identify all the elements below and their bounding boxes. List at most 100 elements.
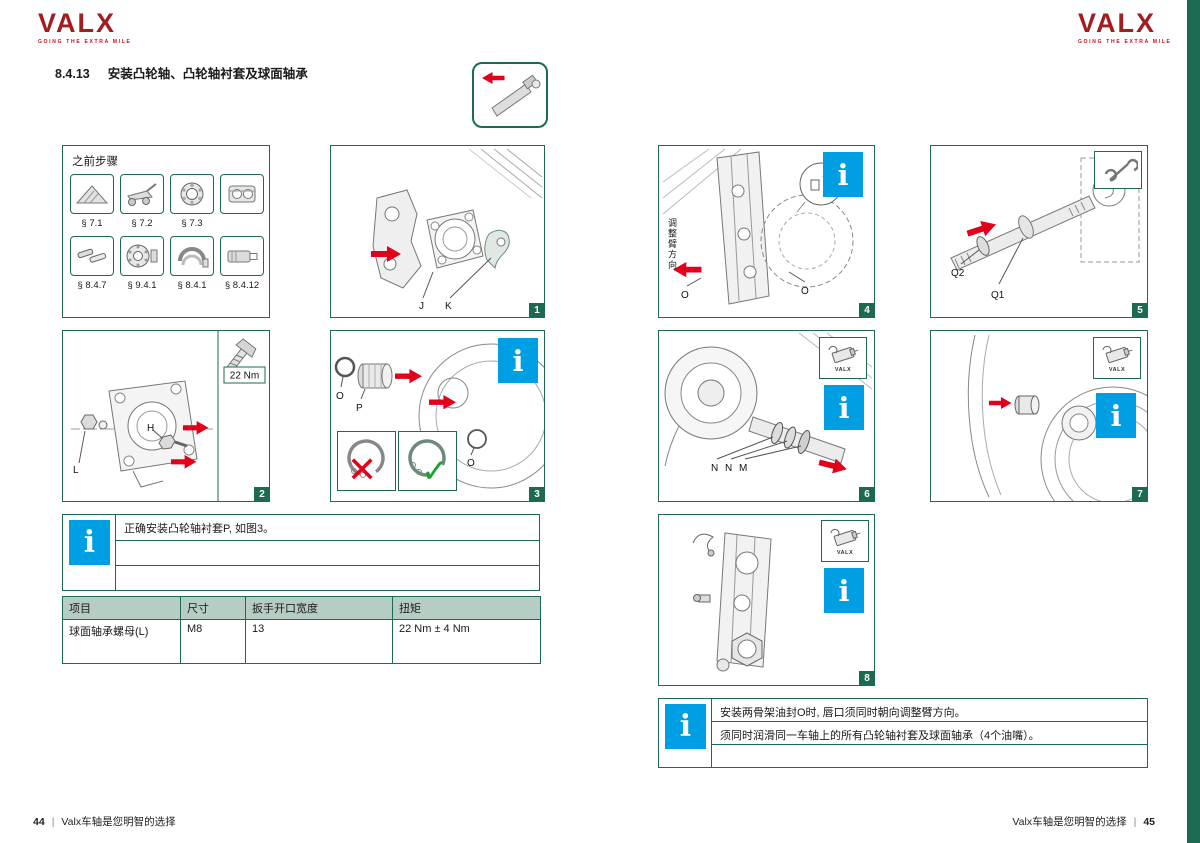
snap-ring-correct-box: ✓ [398,431,457,491]
wedge-chock-icon [75,185,109,204]
note-line-empty [116,541,539,566]
table-header-size: 尺寸 [180,596,246,620]
info-icon: i [824,385,864,430]
info-icon: i [824,568,864,613]
step-label: § 9.4.1 [127,280,157,291]
label-n: N [711,463,718,474]
grease-cartridge-icon [1102,345,1133,363]
note-box-right: i 安装两骨架油封O时, 唇口须同时朝向调整臂方向。 须同时润滑同一车轴上的所有… [658,698,1148,768]
valx-logo-tagline: GOING THE EXTRA MILE [1078,39,1172,45]
note-line: 须同时润滑同一车轴上的所有凸轮轴衬套及球面轴承（4个油嘴）。 [712,722,1147,745]
panel1-illustration: J K [371,148,543,312]
label-k: K [445,301,452,312]
valx-logo: VALX GOING THE EXTRA MILE [38,8,158,46]
grease-hose-inset-box [472,62,548,128]
step-icon-7-3 [170,174,214,214]
step-icon-7-2 [120,174,164,214]
label-o: O [801,286,809,297]
note-icon-cell: i [63,515,116,590]
red-arrow-icon [429,395,456,410]
cell-size: M8 [180,619,246,664]
figure-number-badge: 6 [859,487,875,502]
adjuster-arm-direction-label: 调整臂方向 [667,218,677,271]
label-p: P [356,403,363,414]
socket-icon [227,250,258,263]
cell-wrench: 13 [245,619,393,664]
label-o: O [681,290,689,301]
previous-steps-title: 之前步骤 [72,156,118,168]
footer-slogan-left: Valx车轴是您明智的选择 [61,816,176,828]
pins-icon [77,248,107,263]
previous-steps-box: 之前步骤 § 7.1 § 7.2 § 7.3 § 8.4.7 § 9.4. [62,145,270,318]
red-arrow-icon [482,72,505,84]
label-n: N [725,463,732,474]
panel3-illustration: O P O [334,343,544,489]
step-label: § 7.1 [81,218,103,229]
valx-logo-text: VALX [38,8,117,38]
note-line-empty [712,745,1147,767]
table-header-item: 项目 [62,596,181,620]
cell-torque: 22 Nm ± 4 Nm [392,619,541,664]
note-line: 安装两骨架油封O时, 唇口须同时朝向调整臂方向。 [712,699,1147,722]
grease-brand-label: VALX [1108,366,1126,373]
figure-panel-7: VALX i 7 [930,330,1148,502]
footer-separator: | [51,816,55,828]
grease-cartridge-box: VALX [1093,337,1141,379]
figure-panel-6: N N M VALX i 6 [658,330,875,502]
section-number: 8.4.13 [55,67,90,81]
step-label: § 8.4.7 [77,280,107,291]
table-row: 球面轴承螺母(L) M8 13 22 Nm ± 4 Nm [62,619,541,664]
figure-panel-2: 22 Nm L H 2 [62,330,270,502]
red-arrow-icon [673,262,702,278]
step-icon-7-1 [70,174,114,214]
panel6-illustration: N N M [664,332,873,474]
snap-ring-wrong-box: ✕ [337,431,396,491]
footer-separator: | [1133,816,1137,828]
note-box-left: i 正确安装凸轮轴衬套P, 如图3。 [62,514,540,591]
figure-panel-3: O P O i ✕ ✓ 3 [330,330,545,502]
figure-number-badge: 2 [254,487,270,502]
label-q2: Q2 [951,268,965,279]
red-arrow-icon [395,369,422,384]
step-label: § 7.2 [131,218,153,229]
red-arrow-icon [183,421,209,435]
label-l: L [73,465,79,476]
step-icon-extra [220,174,264,214]
page-number-left: 44 [33,816,45,828]
step-icon-8-4-1 [170,236,214,276]
step-icon-8-4-12 [220,236,264,276]
step-icon-9-4-1 [120,236,164,276]
panel2-illustration: 22 Nm L H [71,331,266,501]
figure-number-badge: 5 [1132,303,1148,318]
label-o: O [336,391,344,402]
section-title: 安装凸轮轴、凸轮轴衬套及球面轴承 [107,67,308,81]
note-rows: 安装两骨架油封O时, 唇口须同时朝向调整臂方向。 须同时润滑同一车轴上的所有凸轮… [712,699,1147,767]
grease-brand-label: VALX [834,366,852,373]
wrench-icon [1104,158,1138,182]
spec-table: 项目 尺寸 扳手开口宽度 扭矩 球面轴承螺母(L) M8 13 22 Nm ± … [62,596,541,664]
jack-icon [127,183,157,206]
figure-panel-4: O O 调整臂方向 i 4 [658,145,875,318]
page-edge-strip [1187,0,1200,843]
figure-number-badge: 1 [529,303,545,318]
red-arrow-icon [989,397,1012,409]
step-icon-8-4-7 [70,236,114,276]
figure-number-badge: 4 [859,303,875,318]
figure-number-badge: 8 [859,671,875,686]
red-arrow-icon [818,458,847,474]
snap-ring-icon [408,439,446,477]
snap-ring-icon [347,439,385,478]
red-arrow-icon [171,455,197,469]
figure-panel-5: Q2 Q1 5 [930,145,1148,318]
grease-cartridge-icon [830,528,861,546]
step-label: § 8.4.1 [177,280,207,291]
note-rows: 正确安装凸轮轴衬套P, 如图3。 [116,515,539,590]
info-icon: i [665,704,706,749]
caliper-icon [228,185,256,203]
tool-inset-box [1094,151,1142,189]
figure-panel-1: J K 1 [330,145,545,318]
grease-cartridge-box: VALX [819,337,867,379]
valx-logo-text: VALX [1078,8,1157,38]
table-header-torque: 扭矩 [392,596,541,620]
